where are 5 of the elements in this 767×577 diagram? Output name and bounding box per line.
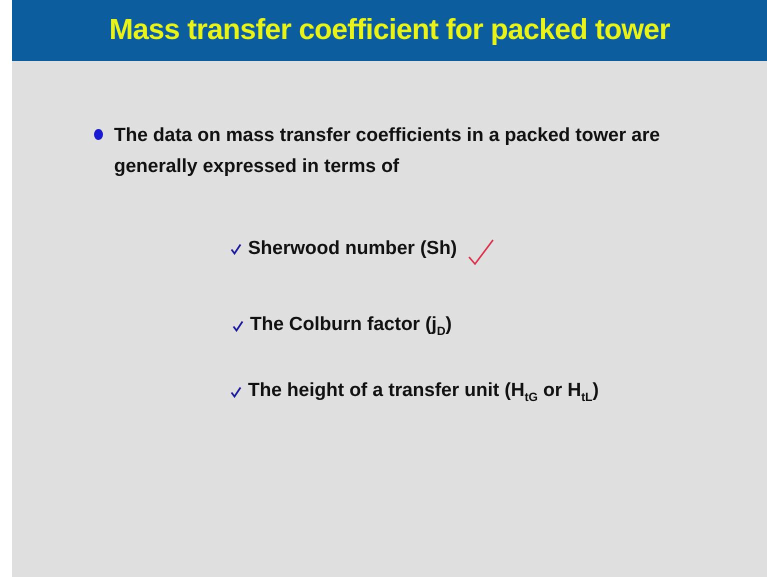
list-item-text: The Colburn factor (j$_{D}$) [250,314,452,338]
bullet-text: The data on mass transfer coefficients in a packed tower are generally expressed in terms of [114,124,661,179]
slide-title: Mass transfer coefficient for packed tower [109,14,670,47]
list-item-text: Sherwood number (Sh) [248,238,457,260]
list-item-text: The height of a transfer unit (H$_{tG}$ or H$_{tL}$) [248,380,599,404]
